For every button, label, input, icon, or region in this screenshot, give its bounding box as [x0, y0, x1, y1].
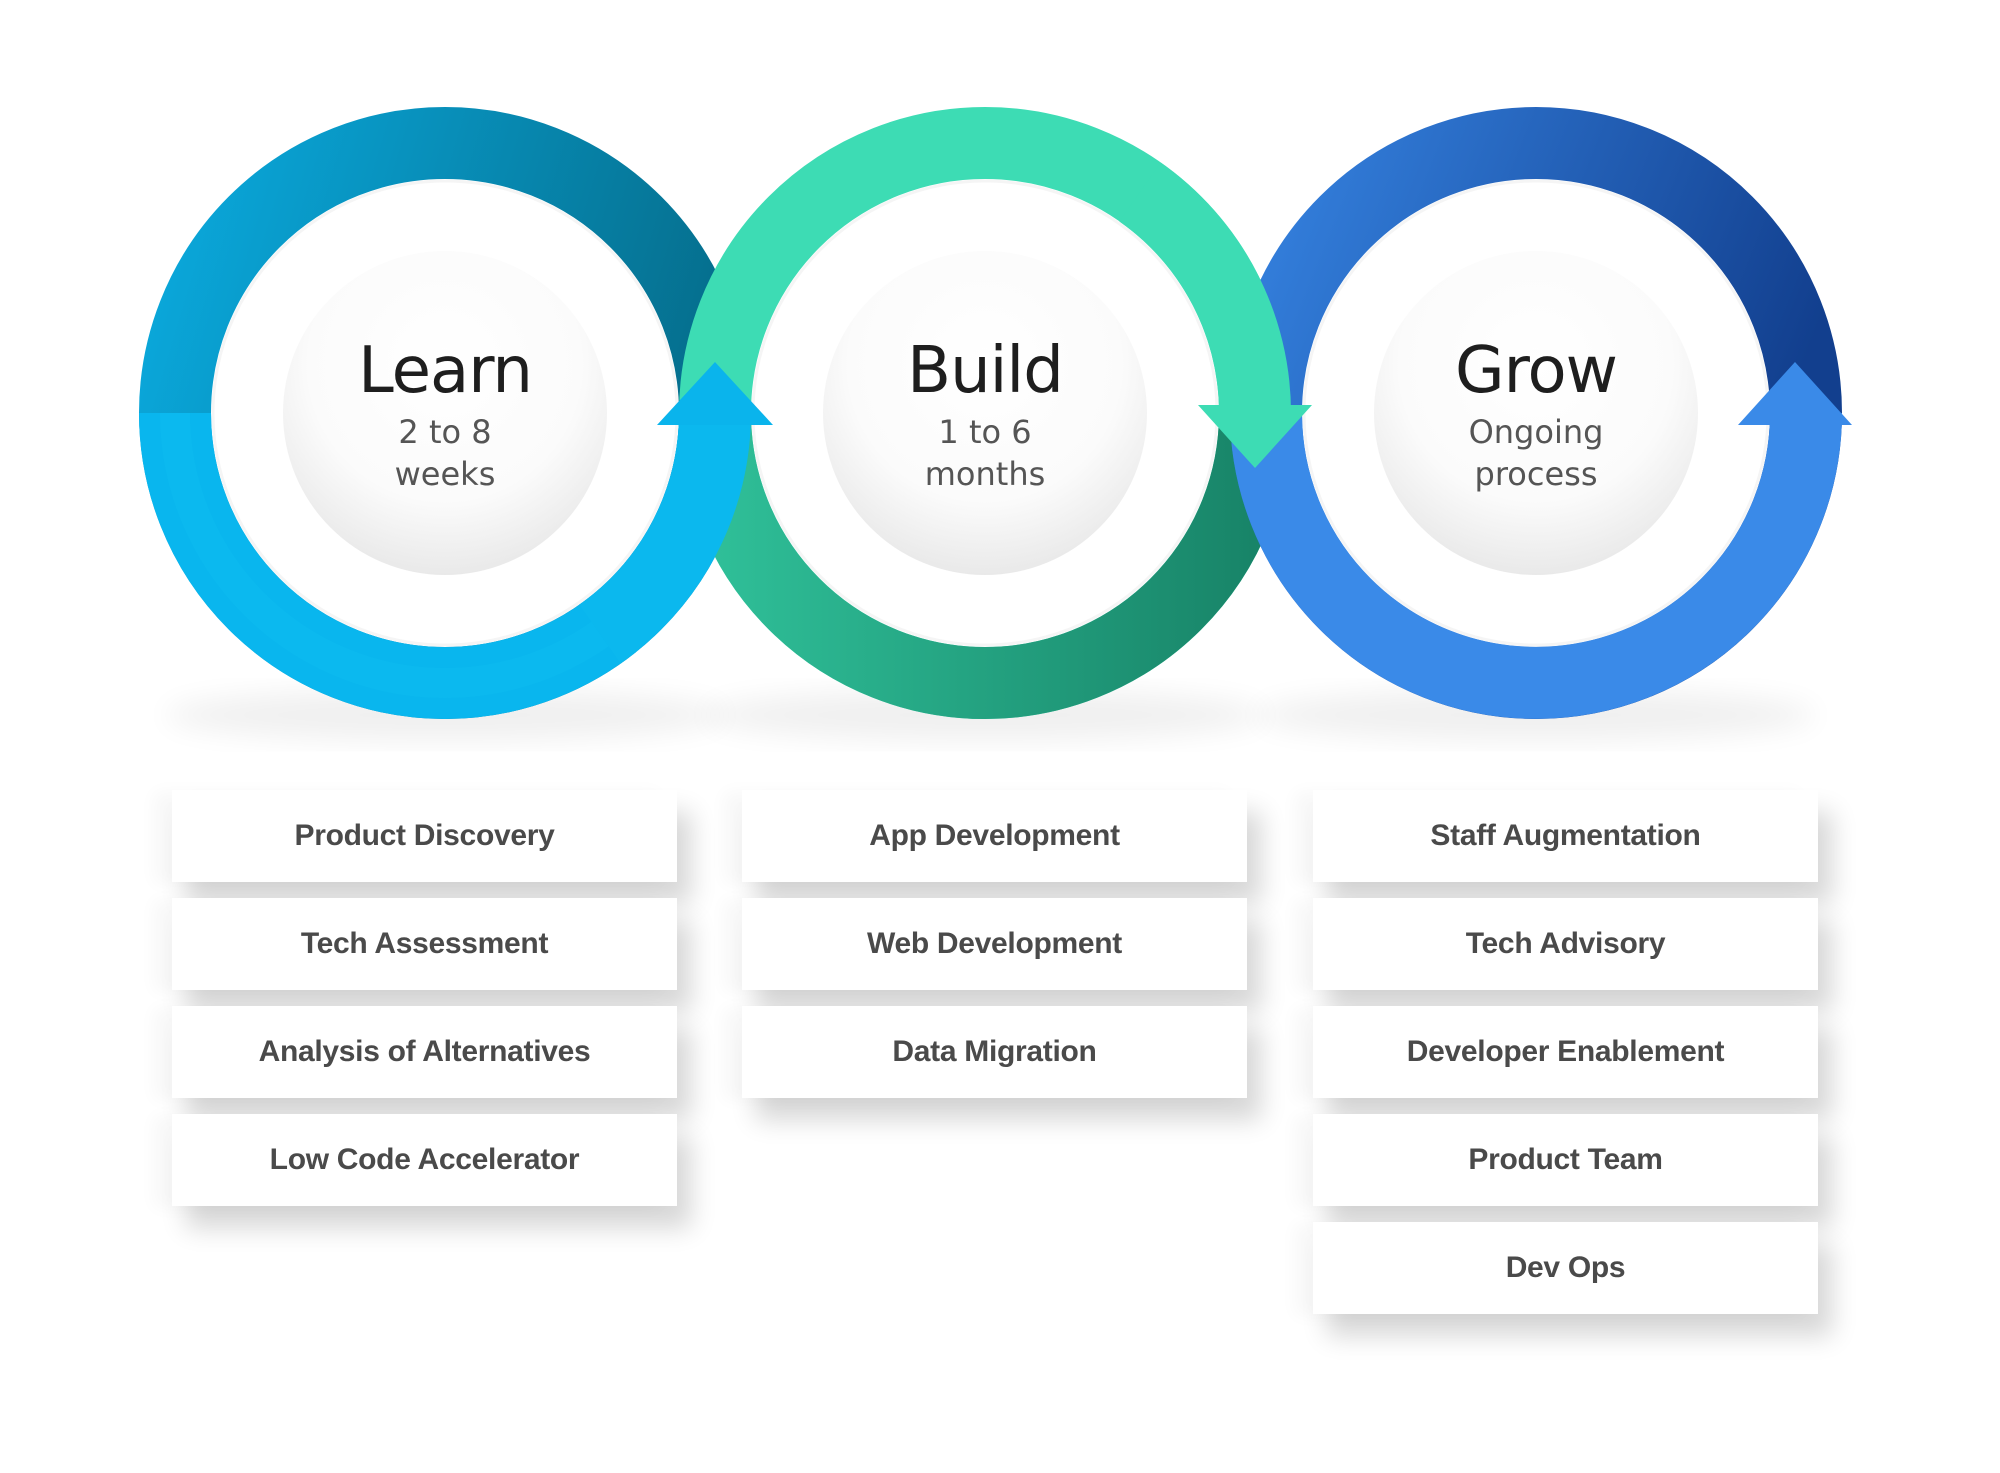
service-card[interactable]: Developer Enablement — [1313, 1006, 1818, 1098]
stage-duration: months — [925, 455, 1046, 493]
stage-duration: 2 to 8 — [398, 413, 491, 451]
service-label: Product Team — [1468, 1143, 1663, 1176]
stage-duration: 1 to 6 — [938, 413, 1031, 451]
stage-title: Grow — [1455, 334, 1617, 408]
stage-duration: Ongoing — [1469, 413, 1604, 451]
stage-duration: weeks — [395, 455, 496, 493]
grow-ring — [1230, 107, 1842, 719]
service-label: Staff Augmentation — [1430, 819, 1701, 852]
build-down-arrow-icon — [1198, 405, 1312, 468]
service-label: Developer Enablement — [1406, 1035, 1725, 1068]
grow-services-list: Staff Augmentation Tech Advisory Develop… — [1313, 790, 1818, 1330]
learn-up-arrow-icon — [657, 362, 773, 425]
service-card[interactable]: Dev Ops — [1313, 1222, 1818, 1314]
grow-up-arrow-icon — [1738, 362, 1852, 425]
service-label: Web Development — [867, 927, 1122, 960]
service-label: App Development — [869, 819, 1120, 852]
service-card[interactable]: Tech Assessment — [172, 898, 677, 990]
stage-title: Learn — [358, 334, 532, 408]
service-card[interactable]: Product Discovery — [172, 790, 677, 882]
service-label: Tech Assessment — [300, 927, 549, 960]
service-card[interactable]: Data Migration — [742, 1006, 1247, 1098]
learn-services-list: Product Discovery Tech Assessment Analys… — [172, 790, 677, 1222]
service-label: Low Code Accelerator — [269, 1143, 580, 1176]
service-card[interactable]: App Development — [742, 790, 1247, 882]
service-card[interactable]: Staff Augmentation — [1313, 790, 1818, 882]
learn-overlap-arc — [578, 412, 751, 664]
stage-duration: process — [1475, 455, 1598, 493]
stage-title: Build — [907, 334, 1063, 408]
build-overlap-arc — [1118, 162, 1291, 414]
service-card[interactable]: Low Code Accelerator — [172, 1114, 677, 1206]
service-label: Product Discovery — [294, 819, 555, 852]
service-label: Data Migration — [892, 1035, 1097, 1068]
build-services-list: App Development Web Development Data Mig… — [742, 790, 1247, 1114]
service-label: Dev Ops — [1505, 1251, 1626, 1284]
service-label: Analysis of Alternatives — [258, 1035, 591, 1068]
service-card[interactable]: Tech Advisory — [1313, 898, 1818, 990]
service-card[interactable]: Analysis of Alternatives — [172, 1006, 677, 1098]
service-card[interactable]: Product Team — [1313, 1114, 1818, 1206]
service-label: Tech Advisory — [1465, 927, 1666, 960]
service-card[interactable]: Web Development — [742, 898, 1247, 990]
